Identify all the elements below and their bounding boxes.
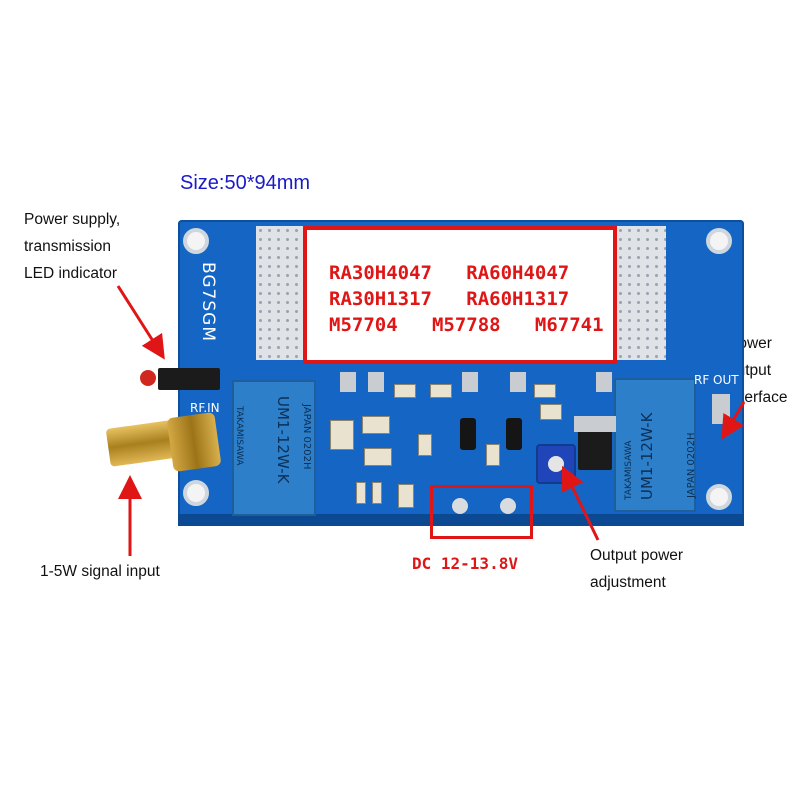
callout-power-led-line-2: transmission	[24, 238, 111, 255]
dc-pad-positive	[500, 498, 516, 514]
heatsink-pad-left	[256, 226, 306, 360]
smd-capacitor	[430, 384, 452, 398]
dc-pad-negative	[452, 498, 468, 514]
callout-output-adjust-line-1: Output power	[590, 547, 684, 564]
dc-voltage-label: DC 12-13.8V	[412, 554, 518, 573]
smd-resistor	[364, 448, 392, 466]
smd-capacitor	[394, 384, 416, 398]
smd-capacitor	[534, 384, 556, 398]
pcb-board-edge	[178, 514, 744, 526]
chip-models-line-2: RA30H1317 RA60H1317	[329, 288, 570, 310]
solder-pad	[368, 372, 384, 392]
arrow-power-output	[721, 401, 746, 440]
solder-pad	[462, 372, 478, 392]
mounting-hole	[183, 480, 209, 506]
callout-signal-input: 1-5W signal input	[40, 563, 160, 580]
callout-output-adjust: Output power adjustment	[590, 542, 683, 596]
mounting-hole	[706, 484, 732, 510]
solder-pad	[510, 372, 526, 392]
rf-in-label: RF.IN	[190, 401, 220, 415]
callout-power-led-line-3: LED indicator	[24, 265, 118, 282]
relay-right: UM1-12W-K TAKAMISAWA JAPAN 0202H	[614, 378, 697, 512]
regulator-tab	[574, 416, 616, 432]
arrow-power-led	[116, 285, 165, 360]
solder-pad	[596, 372, 612, 392]
rf-out-label: RF OUT	[694, 373, 739, 387]
inductor	[460, 418, 476, 450]
voltage-regulator	[578, 430, 612, 470]
led-header	[158, 368, 220, 390]
chip-models-line-3: M57704 M57788 M67741	[329, 314, 604, 336]
smd-resistor	[540, 404, 562, 420]
smd-capacitor	[398, 484, 414, 508]
smd-resistor	[362, 416, 390, 434]
callout-power-led: Power supply, transmission LED indicator	[24, 206, 120, 287]
solder-pad	[340, 372, 356, 392]
inductor	[506, 418, 522, 450]
mounting-hole	[183, 228, 209, 254]
chip-model-box: RA30H4047 RA60H4047 RA30H1317 RA60H1317 …	[303, 226, 617, 364]
size-title: Size:50*94mm	[180, 172, 311, 194]
relay-left: TAKAMISAWA UM1-12W-K JAPAN 0202H	[232, 380, 316, 516]
potentiometer-screw	[548, 456, 564, 472]
dc-input-highlight	[430, 485, 533, 539]
chip-models-line-1: RA30H4047 RA60H4047	[329, 262, 570, 284]
smd-capacitor	[418, 434, 432, 456]
mounting-hole	[706, 228, 732, 254]
smd-diode	[356, 482, 366, 504]
heatsink-pad-right	[616, 226, 666, 360]
arrow-output-adjust	[561, 465, 600, 541]
smd-capacitor	[486, 444, 500, 466]
led-indicator	[140, 370, 156, 386]
callout-output-adjust-line-2: adjustment	[590, 574, 666, 591]
smd-diode	[372, 482, 382, 504]
callout-power-led-line-1: Power supply,	[24, 211, 121, 228]
smd-resistor	[330, 420, 354, 450]
